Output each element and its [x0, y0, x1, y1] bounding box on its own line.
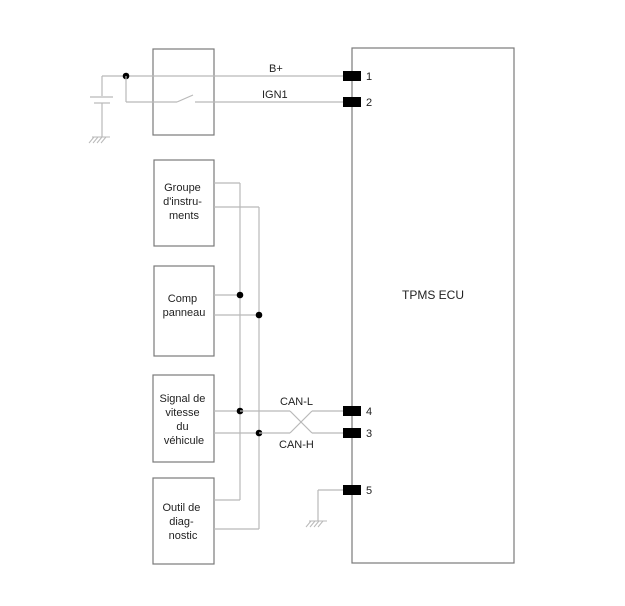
can-twisted-pair: [240, 410, 343, 434]
module-diag-label: Outil de diag- nostic: [163, 502, 204, 542]
label-can-h: CAN-H: [279, 439, 314, 451]
ignition-switch-box: [152, 48, 215, 136]
connector-pin-5: [343, 485, 361, 495]
module-panel-box: [153, 265, 215, 357]
module-speed-label: Signal de vitesse du véhicule: [160, 393, 209, 447]
pin-label-4: 4: [366, 406, 372, 418]
connector-pin-2: [343, 97, 361, 107]
connector-pin-3: [343, 428, 361, 438]
ground-icon-battery: [88, 136, 110, 144]
pin-label-5: 5: [366, 485, 372, 497]
label-can-l: CAN-L: [280, 396, 313, 408]
module-speed-box: [152, 374, 215, 463]
switch-contact: [176, 94, 194, 103]
tpms-ecu-label: TPMS ECU: [402, 288, 464, 302]
label-b-plus: B+: [269, 63, 283, 75]
module-cluster-box: [153, 159, 215, 247]
connector-pin-1: [343, 71, 361, 81]
module-cluster-label: Groupe d'instru- ments: [163, 182, 205, 222]
junction-dot: [255, 311, 263, 319]
module-panel-label: Comp panneau: [163, 293, 206, 319]
connector-pin-4: [343, 406, 361, 416]
junction-dot: [236, 291, 244, 299]
battery-symbol: [90, 75, 126, 137]
pin-label-2: 2: [366, 97, 372, 109]
pin-label-1: 1: [366, 71, 372, 83]
tpms-ecu-box: [351, 47, 515, 564]
pin-label-3: 3: [366, 428, 372, 440]
label-ign1: IGN1: [262, 89, 288, 101]
module-diag-box: [152, 477, 215, 565]
ground-icon-pin5: [305, 489, 343, 528]
